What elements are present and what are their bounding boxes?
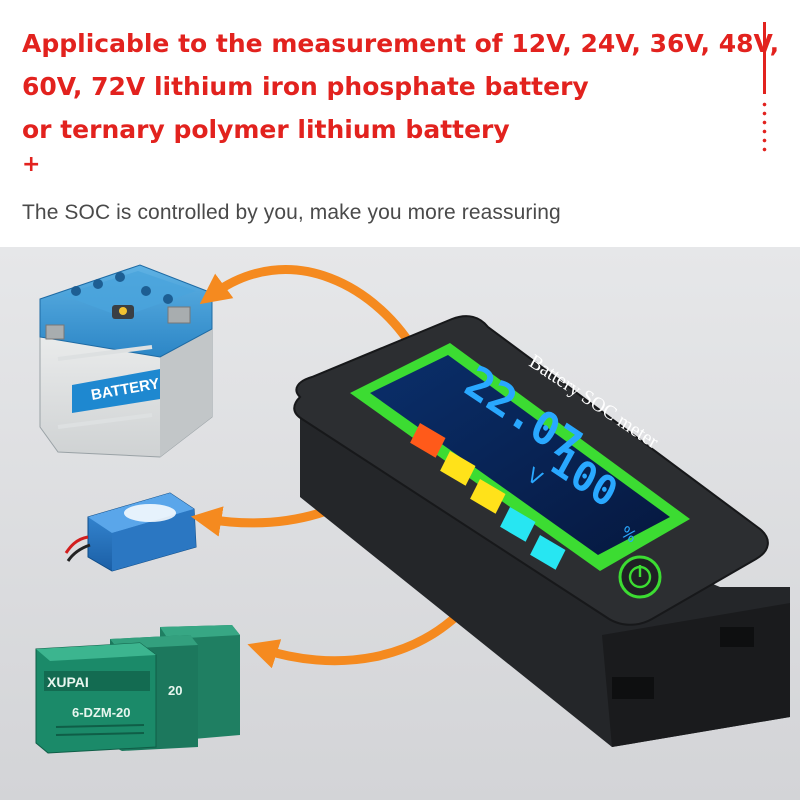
level-bar-1 xyxy=(410,423,446,458)
agm-model-label: 6-DZM-20 xyxy=(72,705,131,720)
headline-line-2: 60V, 72V lithium iron phosphate battery xyxy=(22,72,589,101)
level-bar-3 xyxy=(470,479,506,514)
agm-brand-label: XUPAI xyxy=(47,674,89,690)
level-bar-5 xyxy=(530,535,566,570)
level-bar-4 xyxy=(500,507,536,542)
car-battery-image: BATTERY xyxy=(39,264,213,458)
headline: Applicable to the measurement of 12V, 24… xyxy=(22,22,780,151)
decorative-red-dots xyxy=(762,100,767,156)
arrow-to-car-battery xyxy=(199,265,422,360)
agm-model-short-label: 20 xyxy=(168,683,182,698)
plus-sign: + xyxy=(22,152,41,177)
decorative-red-line xyxy=(763,22,766,94)
headline-line-1: Applicable to the measurement of 12V, 24… xyxy=(22,29,780,58)
product-scene: BATTERY XUPAI 6-DZM-20 20 xyxy=(0,247,800,800)
level-bar-2 xyxy=(440,451,476,486)
power-button[interactable] xyxy=(618,555,662,599)
subline: The SOC is controlled by you, make you m… xyxy=(22,201,561,224)
soc-meter-device: 22.07 V 100 % Battery SOC meter xyxy=(293,315,790,747)
level-bars xyxy=(410,423,566,570)
lithium-pack-image xyxy=(64,492,197,572)
headline-line-3: or ternary polymer lithium battery xyxy=(22,115,510,144)
agm-batteries-image: XUPAI 6-DZM-20 20 xyxy=(35,625,240,754)
